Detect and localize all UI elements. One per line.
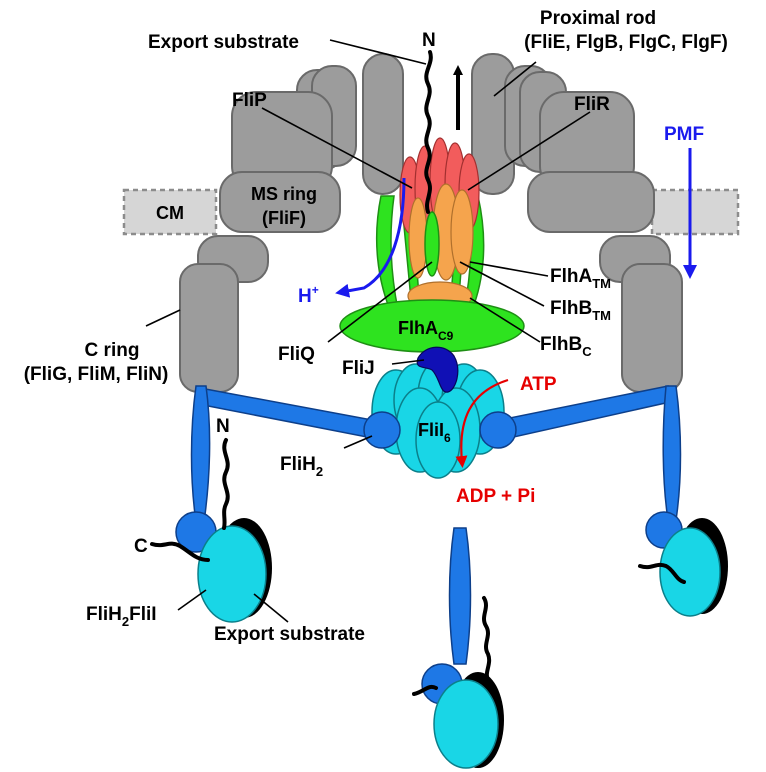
flih2flii-complex-bottom: [412, 527, 504, 769]
cm-label: CM: [156, 203, 184, 223]
flii-monomer-left: [197, 525, 267, 623]
adp-pi-label: ADP + Pi: [456, 486, 535, 507]
leader-flij: [391, 359, 425, 365]
leader-flha-tm: [469, 261, 549, 277]
flii6-label: FliI6: [418, 420, 451, 445]
substrate-chain-bottom-left: [412, 684, 438, 696]
flip-flir-core: [399, 137, 480, 311]
flih-arm-left: [190, 385, 211, 523]
proximal-rod-members: (FliE, FlgB, FlgC, FlgF): [524, 32, 728, 53]
substrate-c-chain-left: [150, 541, 210, 562]
flih-arm-right: [662, 385, 682, 521]
flih2flii-complex-right: [638, 511, 728, 617]
flih2-label: FliH2: [280, 454, 323, 479]
export-substrate-chain-top: [424, 50, 433, 214]
flij-label: FliJ: [342, 358, 375, 379]
ms-ring-right-lower: [527, 171, 655, 233]
leader-c-ring: [145, 309, 181, 327]
flij-subunit: [416, 346, 459, 393]
c-ring-right-body: [621, 263, 683, 393]
flih-domain-right: [479, 411, 517, 449]
flip-label: FliP: [232, 90, 267, 111]
flii-monomer-right: [659, 527, 721, 617]
proton-flow-arrow: [335, 177, 406, 298]
c-ring-left-body: [179, 263, 239, 393]
ms-ring-title: MS ring: [251, 184, 317, 204]
flha-tm-left: [375, 195, 399, 311]
flhb-tm-helix: [408, 197, 428, 279]
c-ring-members: (FliG, FliM, FliN): [24, 364, 169, 385]
leader-flir: [467, 111, 591, 191]
ms-ring-right: [504, 65, 655, 233]
flha-tm-label: FlhATM: [550, 266, 611, 291]
fliq-label: FliQ: [278, 344, 315, 365]
ms-ring-member: (FliF): [262, 208, 306, 228]
proximal-rod-title: Proximal rod: [540, 8, 656, 29]
leader-proximal-rod: [493, 61, 537, 97]
leader-fliq: [327, 261, 433, 343]
flir-label: FliR: [574, 94, 610, 115]
ms-ring-left-lower: [219, 171, 341, 233]
substrate-chain-right: [638, 562, 686, 584]
flii-subunit: [415, 401, 461, 479]
pmf-label: PMF: [664, 124, 704, 145]
leader-export-substrate-bottom: [253, 593, 289, 623]
export-substrate-bottom-label: Export substrate: [214, 624, 365, 645]
leader-flhb-tm: [459, 261, 545, 307]
flhb-c-label: FlhBC: [540, 334, 592, 359]
atp-label: ATP: [520, 374, 557, 395]
leader-flhb-c: [469, 297, 541, 343]
c-ring-title: C ring: [85, 340, 140, 361]
flih2flii-complex-left: [150, 438, 272, 623]
leader-flih2flii: [177, 589, 207, 611]
substrate-n-chain-left: [222, 438, 230, 530]
flhb-tm-label: FlhBTM: [550, 298, 611, 323]
substrate-chain-bottom-top: [482, 596, 492, 682]
flih-domain-left: [363, 411, 401, 449]
flhb-tm-helix: [450, 189, 474, 275]
atp-hydrolysis-arrow: [455, 378, 509, 468]
flii-monomer-bottom: [433, 679, 499, 769]
c-ring-right: [599, 235, 683, 393]
h-plus-label: H+: [298, 283, 319, 307]
flha-c9-label: FlhAC9: [398, 318, 454, 343]
cytoplasmic-membrane-left: [122, 188, 218, 236]
flih2flii-label: FliH2FliI: [86, 604, 157, 629]
n-terminus-top-label: N: [422, 30, 436, 51]
leader-flih2: [343, 435, 373, 449]
leader-export-substrate-top: [329, 39, 427, 65]
fliq-subunit: [424, 211, 440, 277]
export-substrate-top-label: Export substrate: [148, 32, 299, 53]
c-ring-left: [179, 235, 269, 393]
leader-flip: [261, 107, 413, 189]
n-terminus-left-label: N: [216, 416, 230, 437]
c-terminus-left-label: C: [134, 536, 148, 557]
flih-arm-bottom: [448, 527, 472, 665]
cytoplasmic-membrane-right: [650, 188, 740, 236]
